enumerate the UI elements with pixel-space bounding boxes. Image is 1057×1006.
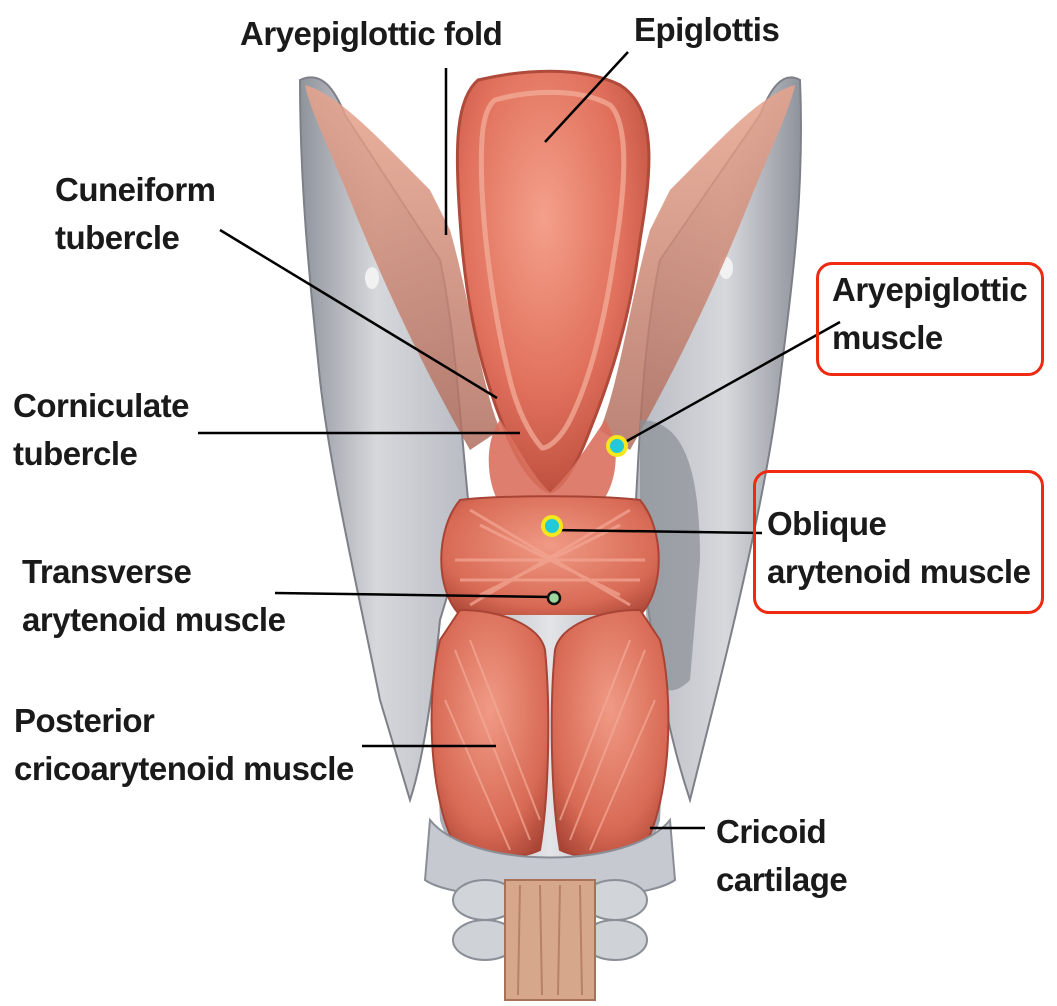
label-cuneiform-tubercle: Cuneiform tubercle bbox=[55, 166, 216, 262]
posterior-cricoarytenoid-left bbox=[432, 610, 549, 857]
transverse-arytenoid-marker bbox=[548, 592, 560, 604]
aryepiglottic-muscle-marker bbox=[608, 437, 626, 455]
label-posterior-cricoarytenoid-muscle: Posterior cricoarytenoid muscle bbox=[14, 697, 354, 793]
label-oblique-arytenoid-muscle: Oblique arytenoid muscle bbox=[767, 500, 1030, 596]
label-transverse-arytenoid-muscle: Transverse arytenoid muscle bbox=[22, 548, 285, 644]
label-cricoid-cartilage: Cricoid cartilage bbox=[716, 808, 847, 904]
oblique-arytenoid-marker bbox=[543, 517, 561, 535]
label-aryepiglottic-fold: Aryepiglottic fold bbox=[240, 10, 502, 58]
label-aryepiglottic-muscle: Aryepiglottic muscle bbox=[832, 266, 1027, 362]
trachea-rings bbox=[453, 880, 647, 1000]
posterior-cricoarytenoid-right bbox=[552, 610, 669, 857]
label-epiglottis: Epiglottis bbox=[634, 6, 779, 54]
label-corniculate-tubercle: Corniculate tubercle bbox=[13, 382, 189, 478]
